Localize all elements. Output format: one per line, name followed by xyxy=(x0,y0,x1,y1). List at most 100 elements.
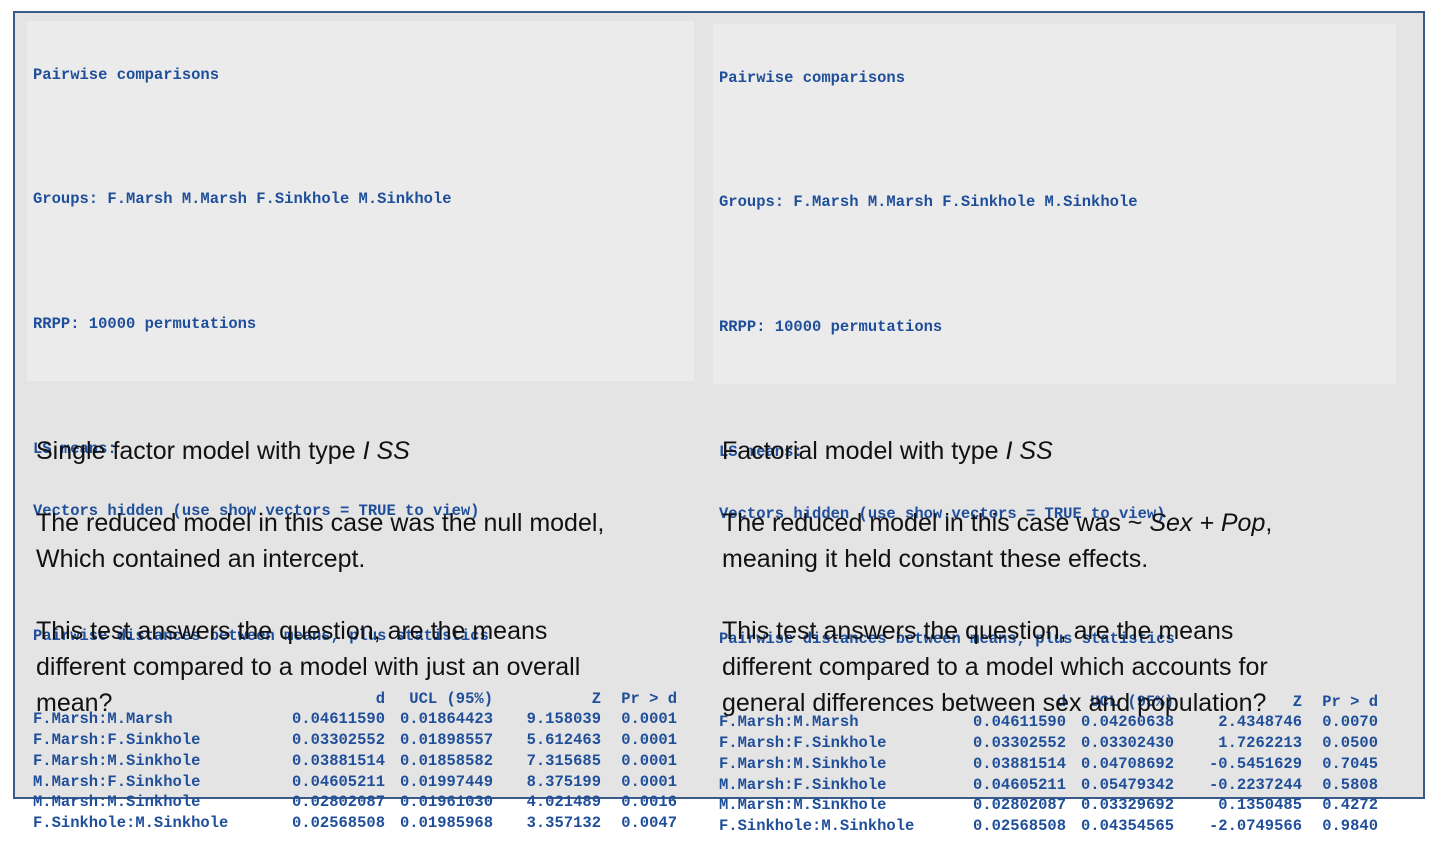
ucl-value: 0.01864423 xyxy=(399,710,493,729)
column-header: UCL (95%) xyxy=(1090,692,1174,711)
table-row: M.Marsh:F.Sinkhole 0.04605211 0.05479342… xyxy=(719,775,1378,796)
comparison-label: F.Marsh:F.Sinkhole xyxy=(33,731,201,750)
z-value: 1.7262213 xyxy=(1218,734,1302,753)
d-value: 0.03302552 xyxy=(972,734,1066,753)
p-value: 0.0001 xyxy=(621,751,677,770)
ucl-value: 0.03302430 xyxy=(1080,734,1174,753)
z-value: 0.1350485 xyxy=(1218,796,1302,815)
console-distances-heading: Pairwise distances between means, plus s… xyxy=(719,630,1175,649)
model-description: Single factor model with type I SS xyxy=(36,437,410,465)
p-value: 0.0001 xyxy=(621,772,677,791)
d-value: 0.02568508 xyxy=(972,817,1066,836)
table-row: F.Marsh:M.Marsh 0.04611590 0.04260638 2.… xyxy=(719,712,1378,733)
d-value: 0.03302552 xyxy=(291,731,385,750)
comparison-label: M.Marsh:F.Sinkhole xyxy=(719,775,887,794)
reduced-model-note: The reduced model in this case was the n… xyxy=(36,509,605,573)
ucl-value: 0.03329692 xyxy=(1080,796,1174,815)
table-row: F.Marsh:M.Sinkhole 0.03881514 0.04708692… xyxy=(719,754,1378,775)
table-row: F.Marsh:M.Marsh 0.04611590 0.01864423 9.… xyxy=(33,709,677,730)
p-value: 0.0047 xyxy=(621,814,677,833)
left-console-output: Pairwise comparisons Groups: F.Marsh M.M… xyxy=(27,21,694,832)
right-console-output: Pairwise comparisons Groups: F.Marsh M.M… xyxy=(713,24,1396,835)
column-header: Pr > d xyxy=(621,689,677,708)
ucl-value: 0.01961030 xyxy=(399,793,493,812)
column-header: UCL (95%) xyxy=(409,689,493,708)
z-value: 4.021489 xyxy=(526,793,601,812)
z-value: 9.158039 xyxy=(526,710,601,729)
table-row: F.Marsh:F.Sinkhole 0.03302552 0.03302430… xyxy=(719,733,1378,754)
p-value: 0.7045 xyxy=(1322,754,1378,773)
d-value: 0.02568508 xyxy=(291,814,385,833)
table-row: F.Sinkhole:M.Sinkhole 0.02568508 0.01985… xyxy=(33,813,677,834)
column-header: Z xyxy=(1292,692,1302,711)
table-row: M.Marsh:M.Sinkhole 0.02802087 0.01961030… xyxy=(33,792,677,813)
comparison-label: M.Marsh:M.Sinkhole xyxy=(33,793,201,812)
table-row: F.Marsh:F.Sinkhole 0.03302552 0.01898557… xyxy=(33,730,677,751)
comparison-label: M.Marsh:F.Sinkhole xyxy=(33,772,201,791)
table-row: M.Marsh:F.Sinkhole 0.04605211 0.01997449… xyxy=(33,772,677,793)
table-header-row: d UCL (95%) Z Pr > d xyxy=(719,692,1378,713)
ucl-value: 0.01858582 xyxy=(399,751,493,770)
z-value: 7.315685 xyxy=(526,751,601,770)
table-header-row: d UCL (95%) Z Pr > d xyxy=(33,689,677,710)
comparison-label: M.Marsh:M.Sinkhole xyxy=(719,796,887,815)
console-distances-heading: Pairwise distances between means, plus s… xyxy=(33,627,489,646)
test-question: This test answers the question, are the … xyxy=(36,617,581,717)
console-ls-means: LS means: xyxy=(719,442,803,461)
p-value: 0.0070 xyxy=(1322,713,1378,732)
column-header: d xyxy=(375,689,385,708)
z-value: -0.2237244 xyxy=(1208,775,1302,794)
z-value: 8.375199 xyxy=(526,772,601,791)
z-value: 3.357132 xyxy=(526,814,601,833)
d-value: 0.03881514 xyxy=(291,751,385,770)
ucl-value: 0.01985968 xyxy=(399,814,493,833)
ucl-value: 0.04354565 xyxy=(1080,817,1174,836)
ucl-value: 0.05479342 xyxy=(1080,775,1174,794)
z-value: -0.5451629 xyxy=(1208,754,1302,773)
comparison-label: F.Marsh:M.Marsh xyxy=(33,710,173,729)
z-value: 2.4348746 xyxy=(1218,713,1302,732)
reduced-model-note: The reduced model in this case was ~ Sex… xyxy=(722,509,1273,573)
comparison-label: F.Marsh:M.Sinkhole xyxy=(33,751,201,770)
test-question: This test answers the question, are the … xyxy=(722,617,1268,717)
table-row: M.Marsh:M.Sinkhole 0.02802087 0.03329692… xyxy=(719,795,1378,816)
p-value: 0.0016 xyxy=(621,793,677,812)
right-caption: Factorial model with type I SS The reduc… xyxy=(722,433,1392,721)
console-title: Pairwise comparisons xyxy=(33,65,220,84)
ucl-value: 0.04260638 xyxy=(1080,713,1174,732)
console-rrpp: RRPP: 10000 permutations xyxy=(719,318,943,337)
column-header: d xyxy=(1056,692,1066,711)
column-header: Pr > d xyxy=(1322,692,1378,711)
column-header: Z xyxy=(591,689,601,708)
d-value: 0.04605211 xyxy=(972,775,1066,794)
p-value: 0.4272 xyxy=(1322,796,1378,815)
console-title: Pairwise comparisons xyxy=(719,68,906,87)
z-value: -2.0749566 xyxy=(1208,817,1302,836)
p-value: 0.0001 xyxy=(621,731,677,750)
p-value: 0.5808 xyxy=(1322,775,1378,794)
d-value: 0.02802087 xyxy=(972,796,1066,815)
comparison-label: F.Sinkhole:M.Sinkhole xyxy=(719,817,915,836)
table-row: F.Marsh:M.Sinkhole 0.03881514 0.01858582… xyxy=(33,751,677,772)
table-row: F.Sinkhole:M.Sinkhole 0.02568508 0.04354… xyxy=(719,816,1378,837)
console-vectors-hidden: Vectors hidden (use show.vectors = TRUE … xyxy=(33,502,480,521)
ucl-value: 0.01997449 xyxy=(399,772,493,791)
comparison-label: F.Marsh:M.Marsh xyxy=(719,713,859,732)
left-caption: Single factor model with type I SS The r… xyxy=(36,433,686,721)
ucl-value: 0.01898557 xyxy=(399,731,493,750)
console-groups: Groups: F.Marsh M.Marsh F.Sinkhole M.Sin… xyxy=(719,193,1138,212)
ucl-value: 0.04708692 xyxy=(1080,754,1174,773)
p-value: 0.9840 xyxy=(1322,817,1378,836)
z-value: 5.612463 xyxy=(526,731,601,750)
comparison-label: F.Marsh:M.Sinkhole xyxy=(719,754,887,773)
model-description: Factorial model with type I SS xyxy=(722,437,1053,465)
console-rrpp: RRPP: 10000 permutations xyxy=(33,315,257,334)
d-value: 0.04611590 xyxy=(291,710,385,729)
d-value: 0.04605211 xyxy=(291,772,385,791)
console-ls-means: LS means: xyxy=(33,439,117,458)
comparison-label: F.Sinkhole:M.Sinkhole xyxy=(33,814,229,833)
p-value: 0.0001 xyxy=(621,710,677,729)
comparison-label: F.Marsh:F.Sinkhole xyxy=(719,734,887,753)
console-vectors-hidden: Vectors hidden (use show.vectors = TRUE … xyxy=(719,505,1166,524)
d-value: 0.03881514 xyxy=(972,754,1066,773)
